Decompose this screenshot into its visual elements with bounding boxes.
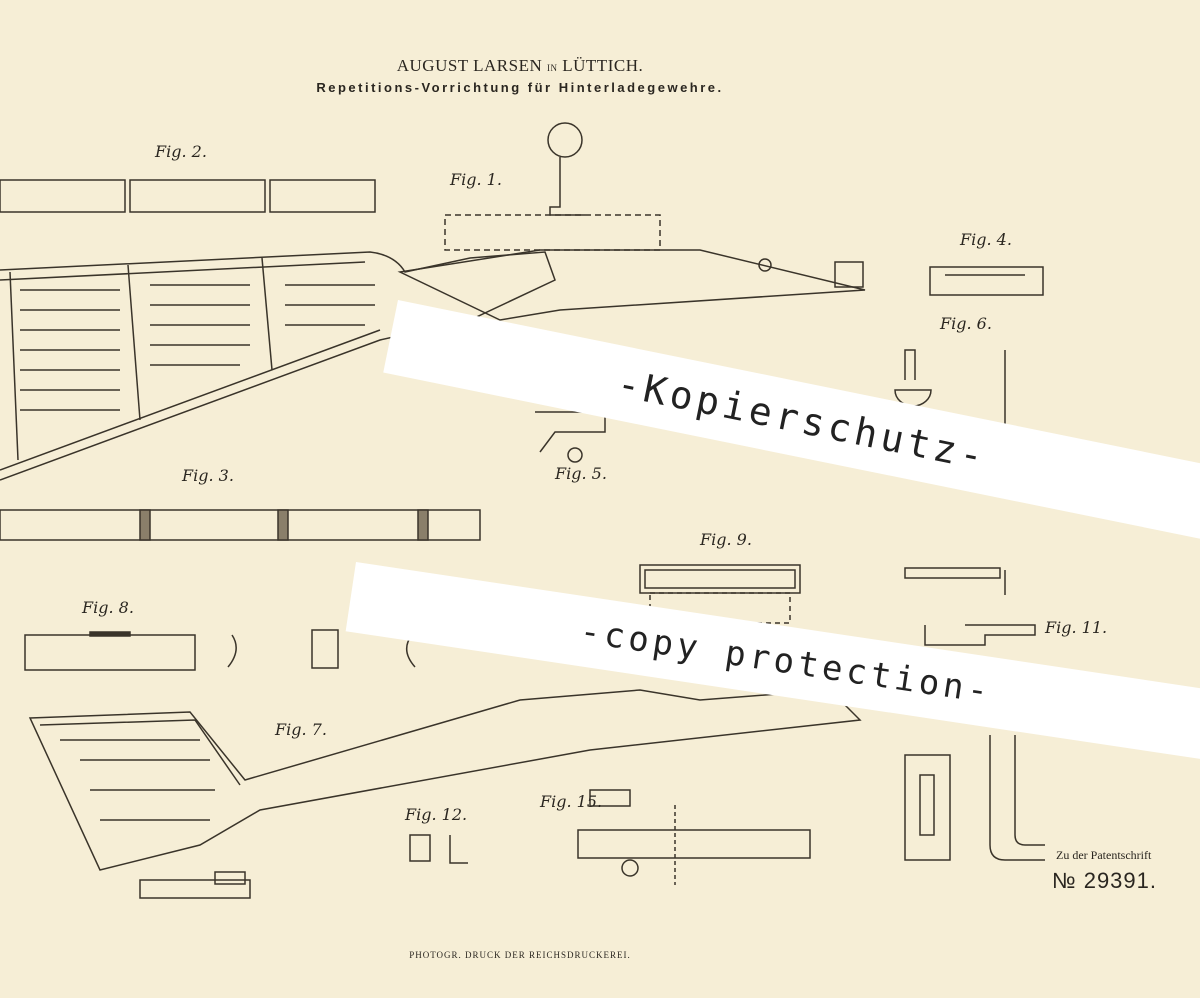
lower-right-drawing: [904, 735, 1045, 861]
fig-9-label: Fig. 9.: [700, 530, 752, 549]
fig-11-drawing: [904, 567, 1036, 646]
fig-4-drawing: [929, 266, 1044, 296]
printer-credit: PHOTOGR. DRUCK DER REICHSDRUCKEREI.: [409, 950, 631, 960]
stock-magazine-drawing: [0, 251, 556, 481]
fig-6-label: Fig. 6.: [940, 314, 992, 333]
fig-1-label: Fig. 1.: [450, 170, 502, 189]
fig-2-label: Fig. 2.: [155, 142, 207, 161]
fig-15-label: Fig. 15.: [540, 792, 603, 811]
fig-12-drawing: [409, 834, 468, 864]
fig-8-label: Fig. 8.: [82, 598, 134, 617]
fig-1-drawing: [397, 122, 866, 321]
fig-7-label: Fig. 7.: [275, 720, 327, 739]
inventor-name: AUGUST LARSEN IN LÜTTICH.: [0, 56, 1040, 76]
fig-4-label: Fig. 4.: [960, 230, 1012, 249]
fig-12-label: Fig. 12.: [405, 805, 468, 824]
fig-11-label: Fig. 11.: [1045, 618, 1108, 637]
author-place: LÜTTICH.: [562, 56, 644, 75]
patent-caption: Zu der Patentschrift: [1056, 848, 1152, 862]
patent-title: Repetitions-Vorrichtung für Hinterladege…: [316, 80, 724, 95]
fig-8-drawing: [24, 629, 416, 671]
fig-3-label: Fig. 3.: [182, 466, 234, 485]
author-name: AUGUST LARSEN: [396, 56, 543, 75]
fig-2-drawing: [0, 179, 376, 213]
patent-number: № 29391.: [1052, 868, 1158, 893]
author-in: IN: [547, 63, 558, 73]
fig-5-label: Fig. 5.: [555, 464, 607, 483]
fig-15-drawing: [577, 805, 811, 885]
fig-3-drawing: [0, 509, 481, 541]
fig-7-drawing: [28, 689, 862, 899]
